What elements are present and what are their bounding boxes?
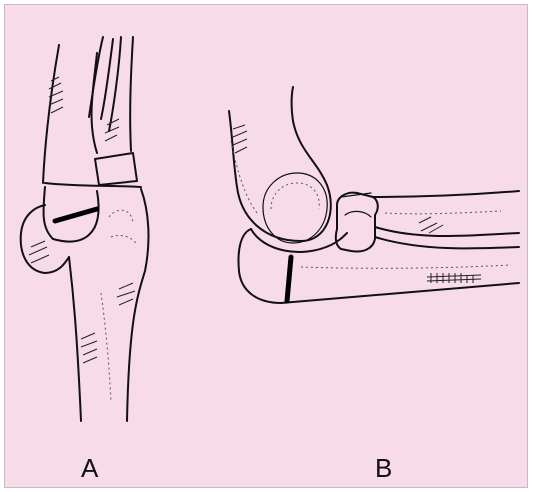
humerus-outline-b [229,87,331,241]
inner-contour-a1 [109,210,133,223]
figure-panel: A B [4,4,528,488]
view-b-lateral-elbow [229,87,519,303]
radial-head-b [336,193,378,252]
fracture-line-b [287,257,291,301]
radius-shaft-top-b [373,191,519,197]
shading-b [233,125,481,283]
ulna-shaft-top-b [375,237,519,248]
radius-upper-right [101,39,113,119]
medial-epicondyle-a [21,205,69,273]
radius-shaft-bottom-b [375,227,519,236]
capitellum-b [263,173,327,243]
lateral-distal-a [127,189,148,421]
fracture-line-a [55,209,97,221]
radial-neck-b [341,193,371,217]
joint-line-a [45,183,141,187]
radius-upper-left [89,37,103,117]
inner-contour-b3 [301,265,511,268]
label-a: A [81,453,98,484]
inner-contour-a2 [111,235,137,245]
medial-forearm-a [69,257,81,421]
radial-head-a [95,153,137,185]
elbow-fracture-illustration [5,5,529,489]
capitellum-dots-b [271,183,319,209]
humerus-shaft-a [43,45,59,183]
view-a-ap-elbow [21,37,149,421]
inner-contour-a3 [101,293,111,401]
ulna-upper-right [130,37,133,151]
label-b: B [375,453,392,484]
inner-contour-b2 [385,211,501,214]
